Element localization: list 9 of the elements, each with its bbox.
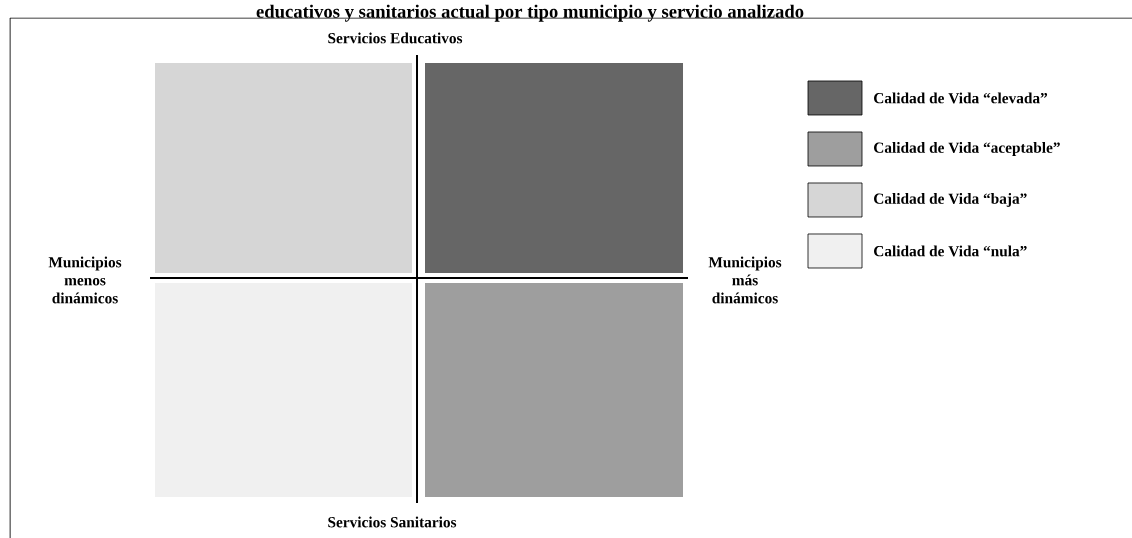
axis-label: Municipios más dinámicos	[708, 256, 782, 304]
axis-label: Servicios Educativos	[328, 32, 463, 44]
legend-label: Calidad de Vida “aceptable”	[874, 142, 1060, 156]
legend-label: Calidad de Vida “nula”	[874, 245, 1027, 257]
legend-label: Calidad de Vida “elevada”	[874, 92, 1048, 104]
axis-label: Municipios menos dinámicos	[48, 256, 122, 304]
axis-label: Servicios Sanitarios	[328, 516, 457, 528]
legend-label: Calidad de Vida “baja”	[874, 193, 1027, 207]
title: educativos y sanitarios actual por tipo municipio y servicio analizado	[256, 4, 804, 22]
